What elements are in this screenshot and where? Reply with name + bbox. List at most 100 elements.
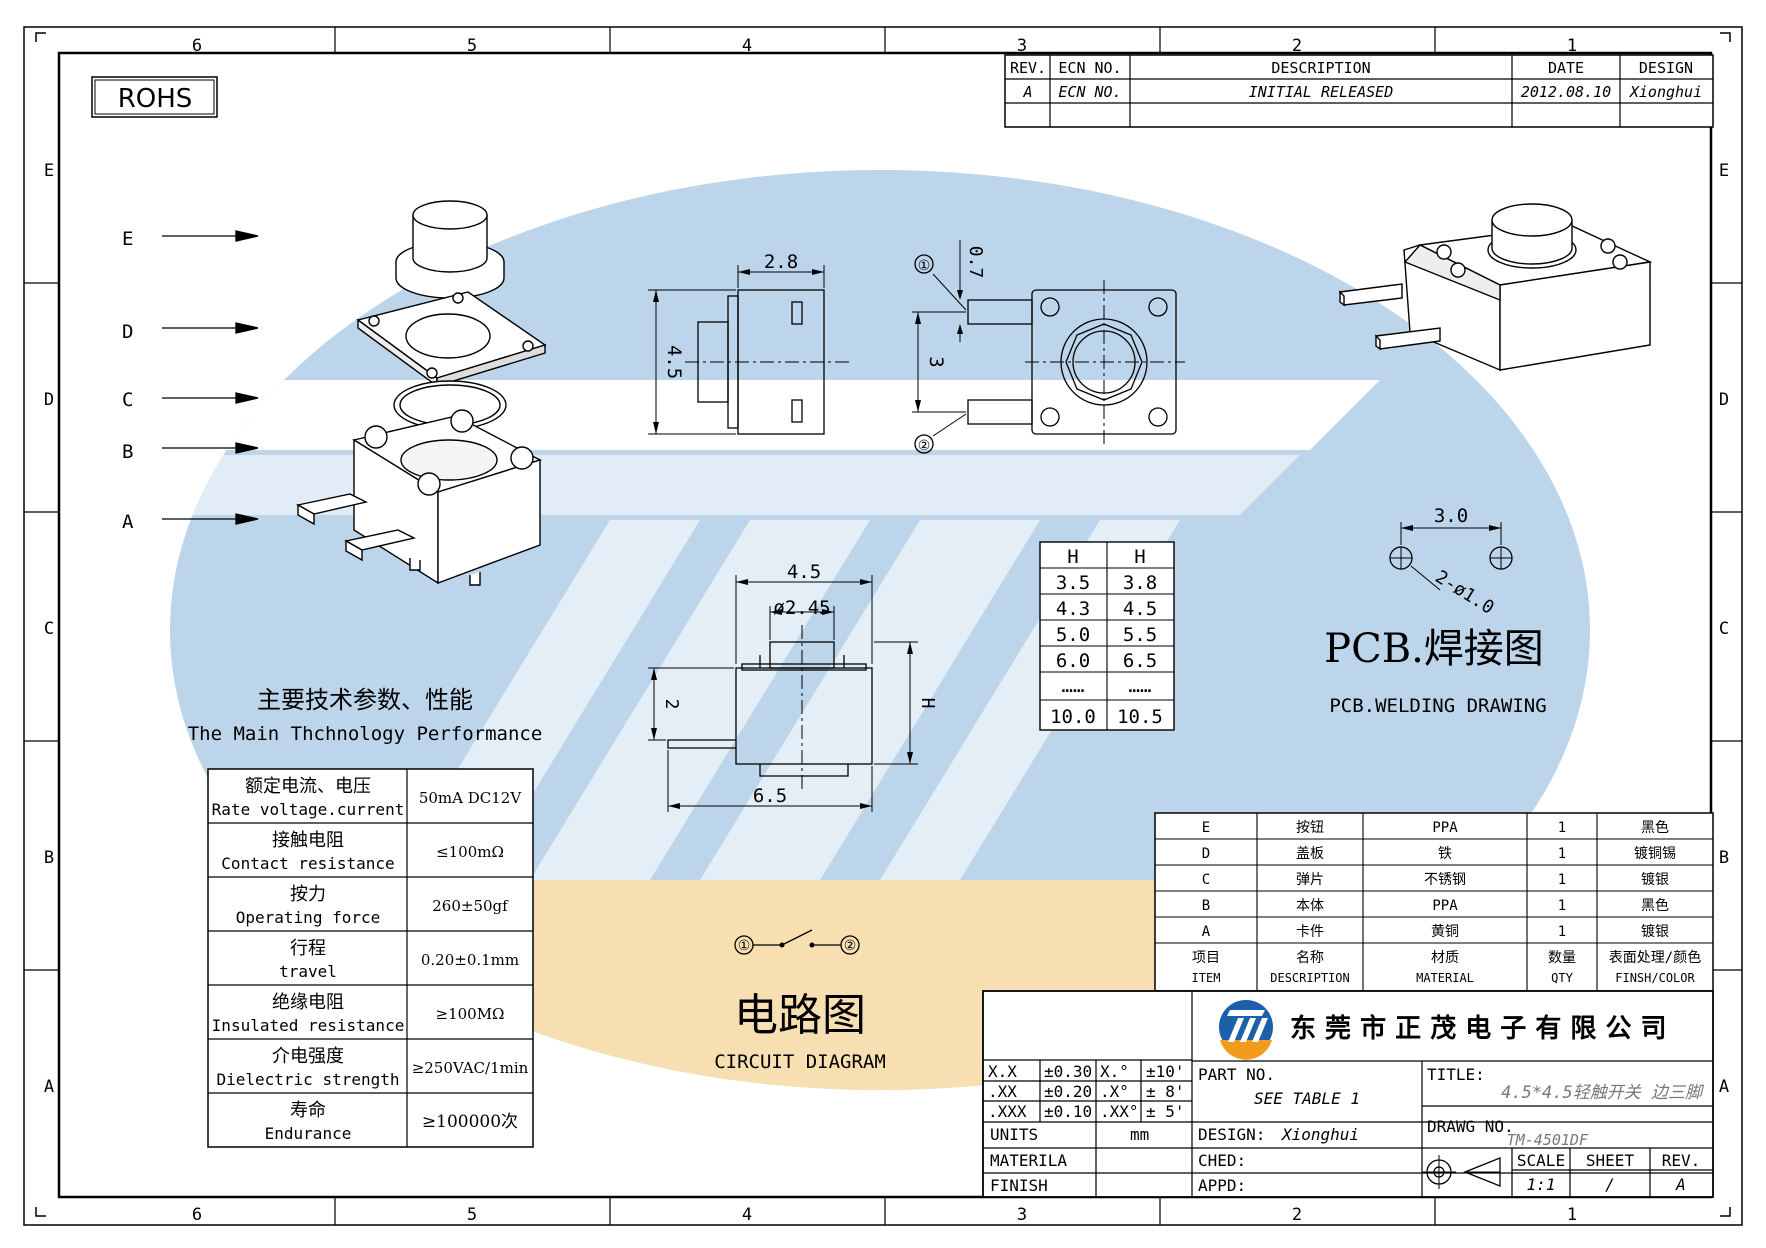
spec-label-cn: 按力 — [290, 884, 326, 905]
pcb-arrows — [1401, 525, 1501, 531]
projection-symbol-icon — [1422, 1155, 1501, 1189]
height-cell: …… — [1062, 675, 1085, 697]
tol-value: ±0.10 — [1044, 1102, 1092, 1121]
row-label: E — [1719, 161, 1729, 181]
height-cell: 10.5 — [1117, 706, 1163, 728]
spec-label-en: Rate voltage.current — [212, 800, 405, 819]
bom-header-cn: 数量 — [1548, 950, 1576, 966]
row-label: E — [44, 161, 54, 181]
row-label: D — [44, 390, 54, 410]
rev-value: A — [1675, 1175, 1686, 1194]
spec-value: 260±50gf — [432, 897, 509, 915]
drawg-label: DRAWG NO. — [1427, 1117, 1514, 1136]
spec-row: 绝缘电阻 Insulated resistance ≥100MΩ — [212, 992, 505, 1035]
col-label: 2 — [1292, 1205, 1302, 1225]
bom-cell: 盖板 — [1296, 846, 1324, 862]
tol-label: .XX — [988, 1082, 1017, 1101]
stem-diameter-dim: ø2.45 — [773, 597, 830, 619]
overall-height-dim: H — [917, 698, 938, 709]
bom-cell: D — [1202, 846, 1210, 862]
col-label: 5 — [467, 1205, 477, 1225]
row-label: B — [44, 848, 54, 868]
bom-cell: 镀银 — [1641, 871, 1669, 888]
spec-value: ≥250VAC/1min — [412, 1059, 529, 1077]
bom-cell: A — [1202, 924, 1211, 940]
bom-table: E 按钮 PPA 1 黑色 D 盖板 铁 1 镀铜锡 C 弹片 不锈钢 1 镀银… — [1154, 812, 1714, 992]
bom-header-en: QTY — [1551, 971, 1573, 985]
bom-cell: 1 — [1558, 898, 1566, 914]
bom-cell: C — [1202, 872, 1210, 888]
pin1-marker: ① — [918, 258, 931, 274]
tol-value: ± 8' — [1146, 1082, 1185, 1101]
col-label: 6 — [192, 1205, 202, 1225]
part-label-e: E — [122, 228, 133, 250]
rev-header: REV. — [1010, 59, 1046, 77]
circuit-pin1: ① — [738, 938, 751, 954]
bom-cell: 黑色 — [1641, 819, 1669, 836]
spec-value: ≤100mΩ — [436, 843, 504, 861]
tol-value: ±0.20 — [1044, 1082, 1092, 1101]
design-label: DESIGN: — [1198, 1125, 1265, 1144]
bom-cell: PPA — [1432, 820, 1458, 836]
height-cell: …… — [1129, 675, 1152, 697]
height-cell: 10.0 — [1050, 706, 1096, 728]
tol-value: ± 5' — [1146, 1102, 1185, 1121]
spec-label-cn: 行程 — [290, 938, 326, 959]
bom-cell: 1 — [1558, 872, 1566, 888]
bom-header-en: FINSH/COLOR — [1615, 971, 1695, 985]
row-label: B — [1719, 848, 1729, 868]
row-label: A — [1719, 1077, 1729, 1097]
rev-label: REV. — [1662, 1151, 1701, 1170]
top-view-arrows — [915, 290, 963, 412]
col-label: 4 — [742, 1205, 752, 1225]
col-label: 2 — [1292, 36, 1302, 56]
circuit-diagram: ① ② 电路图 CIRCUIT DIAGRAM — [714, 929, 886, 1073]
spec-row: 寿命 Endurance ≥100000次 — [265, 1100, 518, 1143]
spec-label-en: Dielectric strength — [216, 1070, 399, 1089]
row-label: D — [1719, 390, 1729, 410]
bom-cell: 黑色 — [1641, 897, 1669, 914]
part-label-a: A — [122, 511, 134, 533]
front-top-width-dim: 4.5 — [787, 561, 821, 583]
bom-cell: 1 — [1558, 846, 1566, 862]
pin2-marker: ② — [918, 438, 931, 454]
bom-cell: B — [1202, 898, 1210, 914]
spec-label-en: Contact resistance — [221, 854, 394, 873]
rev-value: A — [1022, 83, 1032, 101]
part-label-d: D — [122, 321, 133, 343]
side-view-width-dim: 2.8 — [764, 251, 798, 273]
isometric-view — [1339, 203, 1653, 372]
col-label: 6 — [192, 36, 202, 56]
tol-value: ±0.30 — [1044, 1062, 1092, 1081]
pin-height-dim: 2 — [661, 699, 682, 710]
part-label-c: C — [122, 389, 133, 411]
revision-table: REV. ECN NO. DESCRIPTION DATE DESIGN A E… — [1004, 54, 1714, 128]
col-label: 3 — [1017, 1205, 1027, 1225]
top-view — [912, 240, 1185, 454]
spec-value: 50mA DC12V — [419, 789, 523, 807]
row-label: A — [44, 1077, 54, 1097]
ched-label: CHED: — [1198, 1151, 1246, 1170]
spec-label-cn: 额定电流、电压 — [245, 776, 371, 797]
tol-label: X.° — [1100, 1062, 1129, 1081]
tol-label: .XX° — [1100, 1102, 1139, 1121]
spec-row: 介电强度 Dielectric strength ≥250VAC/1min — [216, 1046, 528, 1089]
base-width-dim: 6.5 — [753, 785, 787, 807]
title-value: 4.5*4.5轻触开关 边三脚 — [1501, 1083, 1705, 1103]
finish-label: FINISH — [990, 1176, 1048, 1195]
pin-pitch-dim: 3 — [925, 356, 947, 367]
spec-value: ≥100000次 — [422, 1112, 518, 1132]
bom-cell: 本体 — [1296, 898, 1324, 914]
sheet-label: SHEET — [1586, 1151, 1635, 1170]
spec-value: 0.20±0.1mm — [421, 951, 519, 969]
height-cell: 6.5 — [1123, 650, 1157, 672]
height-header: H — [1067, 546, 1078, 568]
frame-row-labels: E D C B A E D C B A — [44, 161, 1729, 1097]
col-label: 1 — [1567, 1205, 1577, 1225]
spec-label-en: Insulated resistance — [212, 1016, 405, 1035]
bom-cell: 弹片 — [1296, 872, 1324, 888]
date-header: DATE — [1548, 59, 1584, 77]
pin-offset-dim: 0.7 — [965, 246, 986, 279]
